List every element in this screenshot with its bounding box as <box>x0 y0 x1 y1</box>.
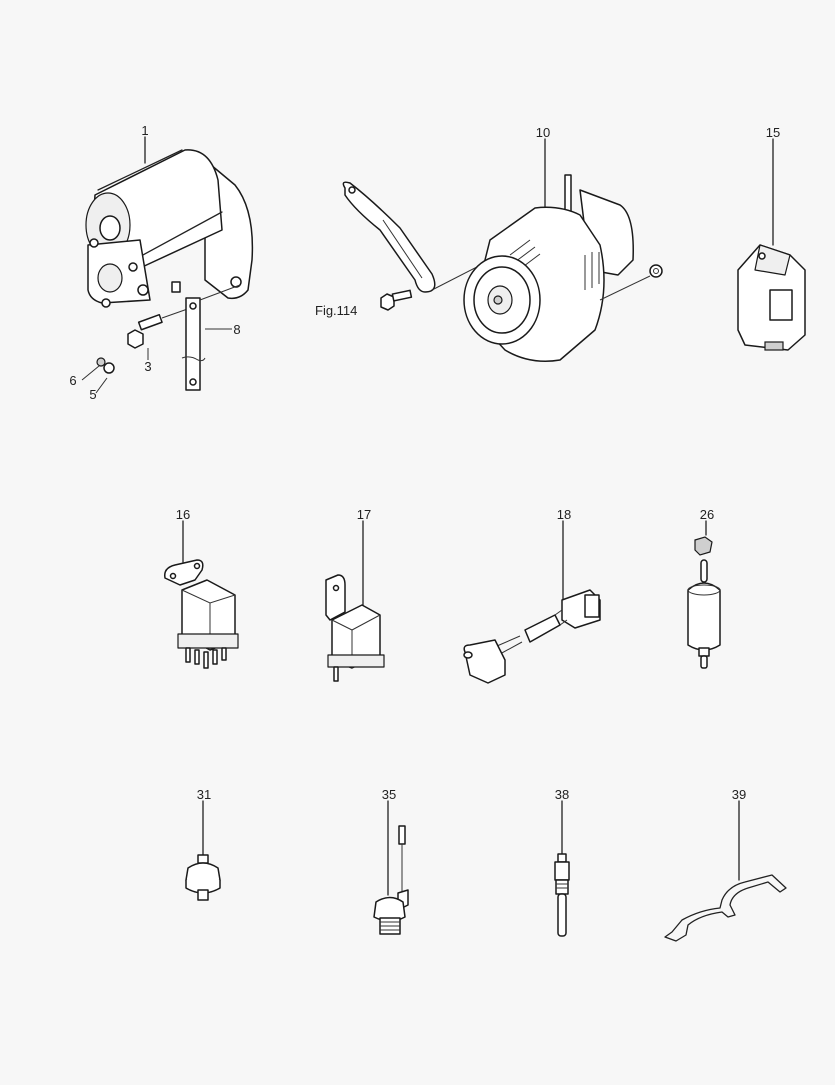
alternator-drawing <box>342 138 663 362</box>
callout-10: 10 <box>535 125 551 140</box>
control-unit-drawing <box>737 138 806 351</box>
callout-16: 16 <box>175 507 191 522</box>
callout-18: 18 <box>556 507 572 522</box>
callout-1: 1 <box>141 123 149 138</box>
callout-8: 8 <box>233 322 241 337</box>
callout-35: 35 <box>381 787 397 802</box>
relay-17-drawing <box>325 520 385 682</box>
temperature-sender-drawing <box>373 800 409 935</box>
callout-6: 6 <box>69 373 77 388</box>
callout-5: 5 <box>89 387 97 402</box>
callout-39: 39 <box>731 787 747 802</box>
glow-plug-drawing <box>554 800 570 937</box>
fuse-drawing <box>687 520 721 669</box>
callout-31: 31 <box>196 787 212 802</box>
relay-16-drawing <box>163 520 239 669</box>
callout-38: 38 <box>554 787 570 802</box>
callout-26: 26 <box>699 507 715 522</box>
callout-17: 17 <box>356 507 372 522</box>
starter-motor-drawing <box>81 136 254 394</box>
callout-3: 3 <box>144 359 152 374</box>
pressure-switch-drawing <box>185 800 221 901</box>
fig-reference-link[interactable]: Fig.114 <box>315 303 358 318</box>
connector-bar-drawing <box>664 800 787 942</box>
callout-15: 15 <box>765 125 781 140</box>
wire-harness-drawing <box>463 520 601 684</box>
